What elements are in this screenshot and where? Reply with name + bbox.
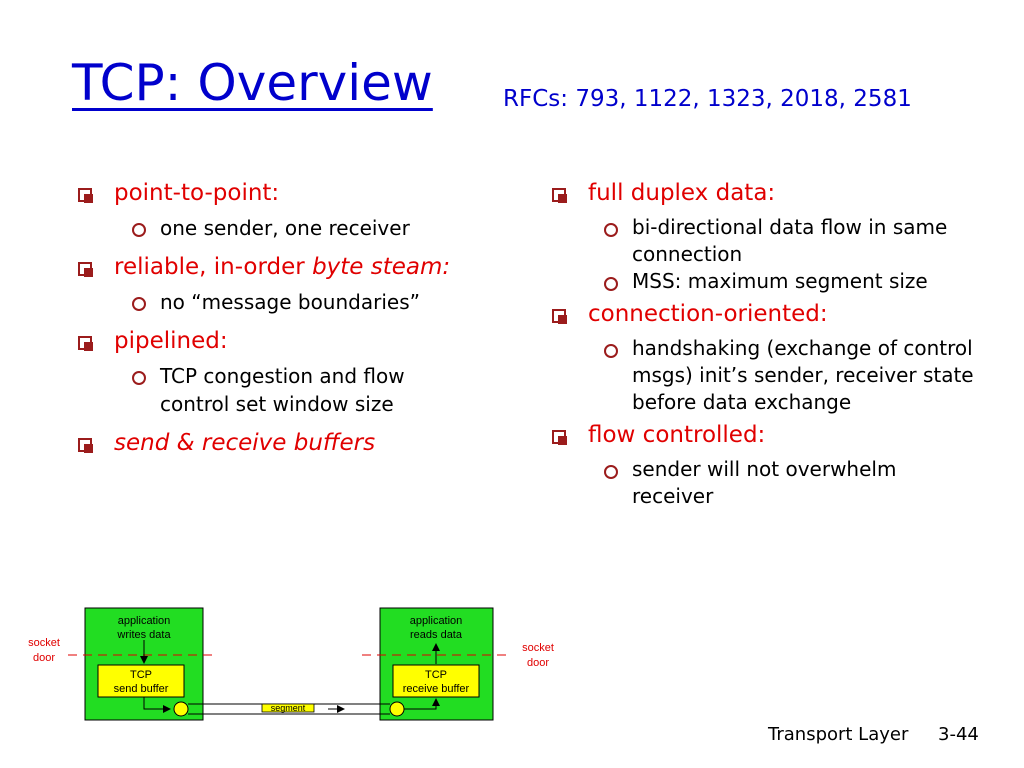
square-bullet-icon	[78, 438, 93, 453]
left-column: point-to-point: one sender, one receiver…	[78, 178, 468, 468]
sub-bullet-text: no “message boundaries”	[160, 290, 420, 314]
app-reads-label-1: application	[410, 615, 463, 627]
sub-bullet-text: TCP congestion and flow control set wind…	[160, 364, 405, 416]
circle-bullet-icon	[132, 371, 146, 385]
bullet-point-to-point: point-to-point:	[78, 178, 468, 208]
bullet-label: send & receive buffers	[114, 430, 376, 456]
socket-door-left-2: door	[33, 652, 55, 664]
right-column: full duplex data: bi-directional data fl…	[552, 178, 982, 514]
square-bullet-icon	[78, 336, 93, 351]
bullet-label: connection-oriented:	[588, 301, 828, 327]
bullet-label: pipelined:	[114, 328, 228, 354]
bullet-label: flow controlled:	[588, 422, 766, 448]
segment-label: segment	[271, 703, 306, 713]
circle-bullet-icon	[604, 277, 618, 291]
sub-bullet: one sender, one receiver	[78, 214, 468, 242]
circle-bullet-icon	[132, 297, 146, 311]
bullet-label: point-to-point:	[114, 180, 280, 206]
footer-title: Transport Layer	[768, 724, 909, 745]
bullet-pipelined: pipelined:	[78, 326, 468, 356]
receiver-socket-circle	[389, 701, 405, 717]
app-reads-label-2: reads data	[410, 629, 463, 641]
socket-door-right-1: socket	[522, 642, 554, 654]
send-buffer-label-1: TCP	[130, 669, 152, 681]
square-bullet-icon	[552, 188, 567, 203]
sub-bullet: no “message boundaries”	[78, 288, 468, 316]
receive-buffer-label-1: TCP	[425, 669, 447, 681]
sub-bullet-text: sender will not overwhelm receiver	[632, 457, 897, 508]
footer-page-number: 3-44	[938, 724, 979, 745]
sub-bullet-text: MSS: maximum segment size	[632, 269, 928, 293]
sender-out-arrow	[143, 697, 171, 713]
bullet-label-italic: byte steam:	[312, 254, 451, 280]
sub-bullet: bi-directional data flow in same connect…	[552, 214, 982, 268]
rfcs-subtitle: RFCs: 793, 1122, 1323, 2018, 2581	[503, 86, 912, 112]
bullet-reliable: reliable, in-order byte steam:	[78, 252, 468, 282]
bullet-flow-controlled: flow controlled:	[552, 420, 982, 450]
send-buffer-box	[97, 664, 185, 698]
circle-bullet-icon	[604, 344, 618, 358]
tcp-buffer-diagram: segment socket door application writes d…	[28, 607, 554, 721]
receiver-in-arrow	[404, 698, 440, 710]
slide-title: TCP: Overview	[72, 54, 433, 112]
receive-buffer-label-2: receive buffer	[403, 683, 470, 695]
square-bullet-icon	[78, 188, 93, 203]
bullet-buffers: send & receive buffers	[78, 428, 468, 458]
app-writes-label-1: application	[118, 615, 171, 627]
sub-bullet: MSS: maximum segment size	[552, 268, 982, 295]
bullet-connection-oriented: connection-oriented:	[552, 299, 982, 329]
square-bullet-icon	[552, 430, 567, 445]
sub-bullet: sender will not overwhelm receiver	[552, 456, 982, 510]
square-bullet-icon	[78, 262, 93, 277]
segment-box	[261, 703, 315, 713]
sub-bullet-text: handshaking (exchange of control msgs) i…	[632, 336, 974, 414]
sub-bullet-text: bi-directional data flow in same connect…	[632, 215, 948, 266]
sender-socket-circle	[173, 701, 189, 717]
app-writes-label-2: writes data	[116, 629, 171, 641]
sub-bullet: TCP congestion and flow control set wind…	[78, 362, 468, 418]
bullet-label: reliable, in-order	[114, 254, 313, 280]
socket-door-left-1: socket	[28, 637, 60, 649]
sub-bullet: handshaking (exchange of control msgs) i…	[552, 335, 982, 416]
circle-bullet-icon	[132, 223, 146, 237]
square-bullet-icon	[552, 309, 567, 324]
bullet-label: full duplex data:	[588, 180, 776, 206]
circle-bullet-icon	[604, 465, 618, 479]
bullet-full-duplex: full duplex data:	[552, 178, 982, 208]
send-buffer-label-2: send buffer	[114, 683, 169, 695]
sub-bullet-text: one sender, one receiver	[160, 216, 410, 240]
socket-door-right-2: door	[527, 657, 549, 669]
circle-bullet-icon	[604, 223, 618, 237]
receive-buffer-box	[392, 664, 480, 698]
